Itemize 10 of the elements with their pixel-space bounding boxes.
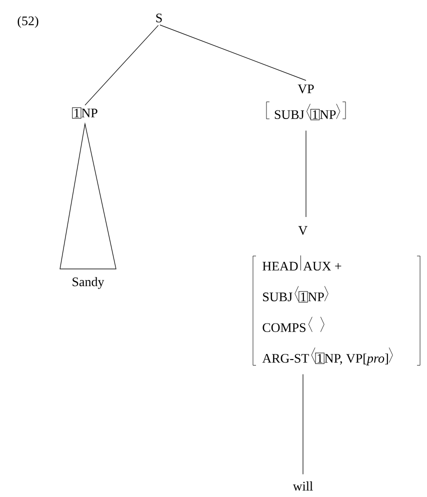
feature-structure-node: VP SUBJ 1 NP [266, 84, 346, 120]
branch-line [84, 25, 159, 106]
leaf-word: will [292, 481, 313, 491]
tree-node-label: S [156, 14, 162, 22]
leaf-word: Sandy [72, 277, 104, 289]
feature-structure-node: V HEAD AUX + SUBJ 1 NP COMPS ARG-ST 1 NP, VP[pro] [262, 226, 393, 366]
branch-line [302, 374, 304, 475]
example-number: (52) [18, 16, 38, 28]
tree-node-label: 1 NP [72, 107, 98, 119]
branch-line [160, 24, 306, 81]
